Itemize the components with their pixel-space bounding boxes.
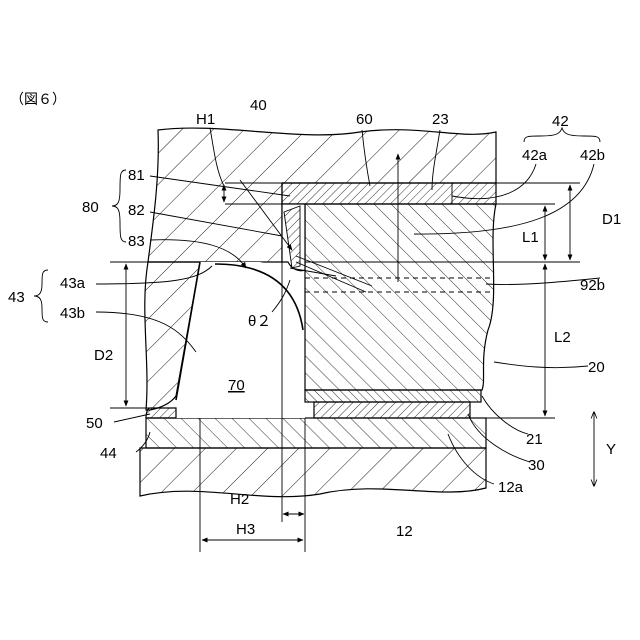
label-23: 23 <box>432 111 449 128</box>
label-H1: H1 <box>196 111 215 128</box>
label-60: 60 <box>356 111 373 128</box>
label-92b: 92b <box>580 277 605 294</box>
label-50: 50 <box>86 415 103 432</box>
label-21: 21 <box>526 431 543 448</box>
layer-30 <box>314 402 470 418</box>
label-82: 82 <box>128 202 145 219</box>
label-83: 83 <box>128 233 145 250</box>
element-20 <box>305 204 496 390</box>
label-H3: H3 <box>236 521 255 538</box>
label-43b: 43b <box>60 305 85 322</box>
label-Y: Y <box>606 441 616 458</box>
label-44: 44 <box>100 445 117 462</box>
label-43a: 43a <box>60 275 86 292</box>
label-40: 40 <box>250 97 267 114</box>
plate-60 <box>282 183 496 204</box>
base-12 <box>140 448 486 497</box>
label-81: 81 <box>128 167 145 184</box>
label-L2: L2 <box>554 329 571 346</box>
label-42a: 42a <box>522 147 548 164</box>
layer-21 <box>305 390 481 402</box>
member-50 <box>146 408 176 418</box>
figure-label: （図６） <box>10 91 66 107</box>
label-43: 43 <box>8 289 25 306</box>
label-L1: L1 <box>522 229 539 246</box>
label-20: 20 <box>588 359 605 376</box>
label-80: 80 <box>82 199 99 216</box>
label-D1: D1 <box>602 211 621 228</box>
cavity-70 <box>176 262 305 418</box>
label-12a: 12a <box>498 479 524 496</box>
label-42: 42 <box>552 113 569 130</box>
label-H2: H2 <box>230 491 249 508</box>
label-30: 30 <box>528 457 545 474</box>
strip-44 <box>146 418 486 448</box>
label-42b: 42b <box>580 147 605 164</box>
label-70: 70 <box>228 377 245 394</box>
label-theta2: θ２ <box>248 313 271 330</box>
label-12: 12 <box>396 523 413 540</box>
label-D2: D2 <box>94 347 113 364</box>
